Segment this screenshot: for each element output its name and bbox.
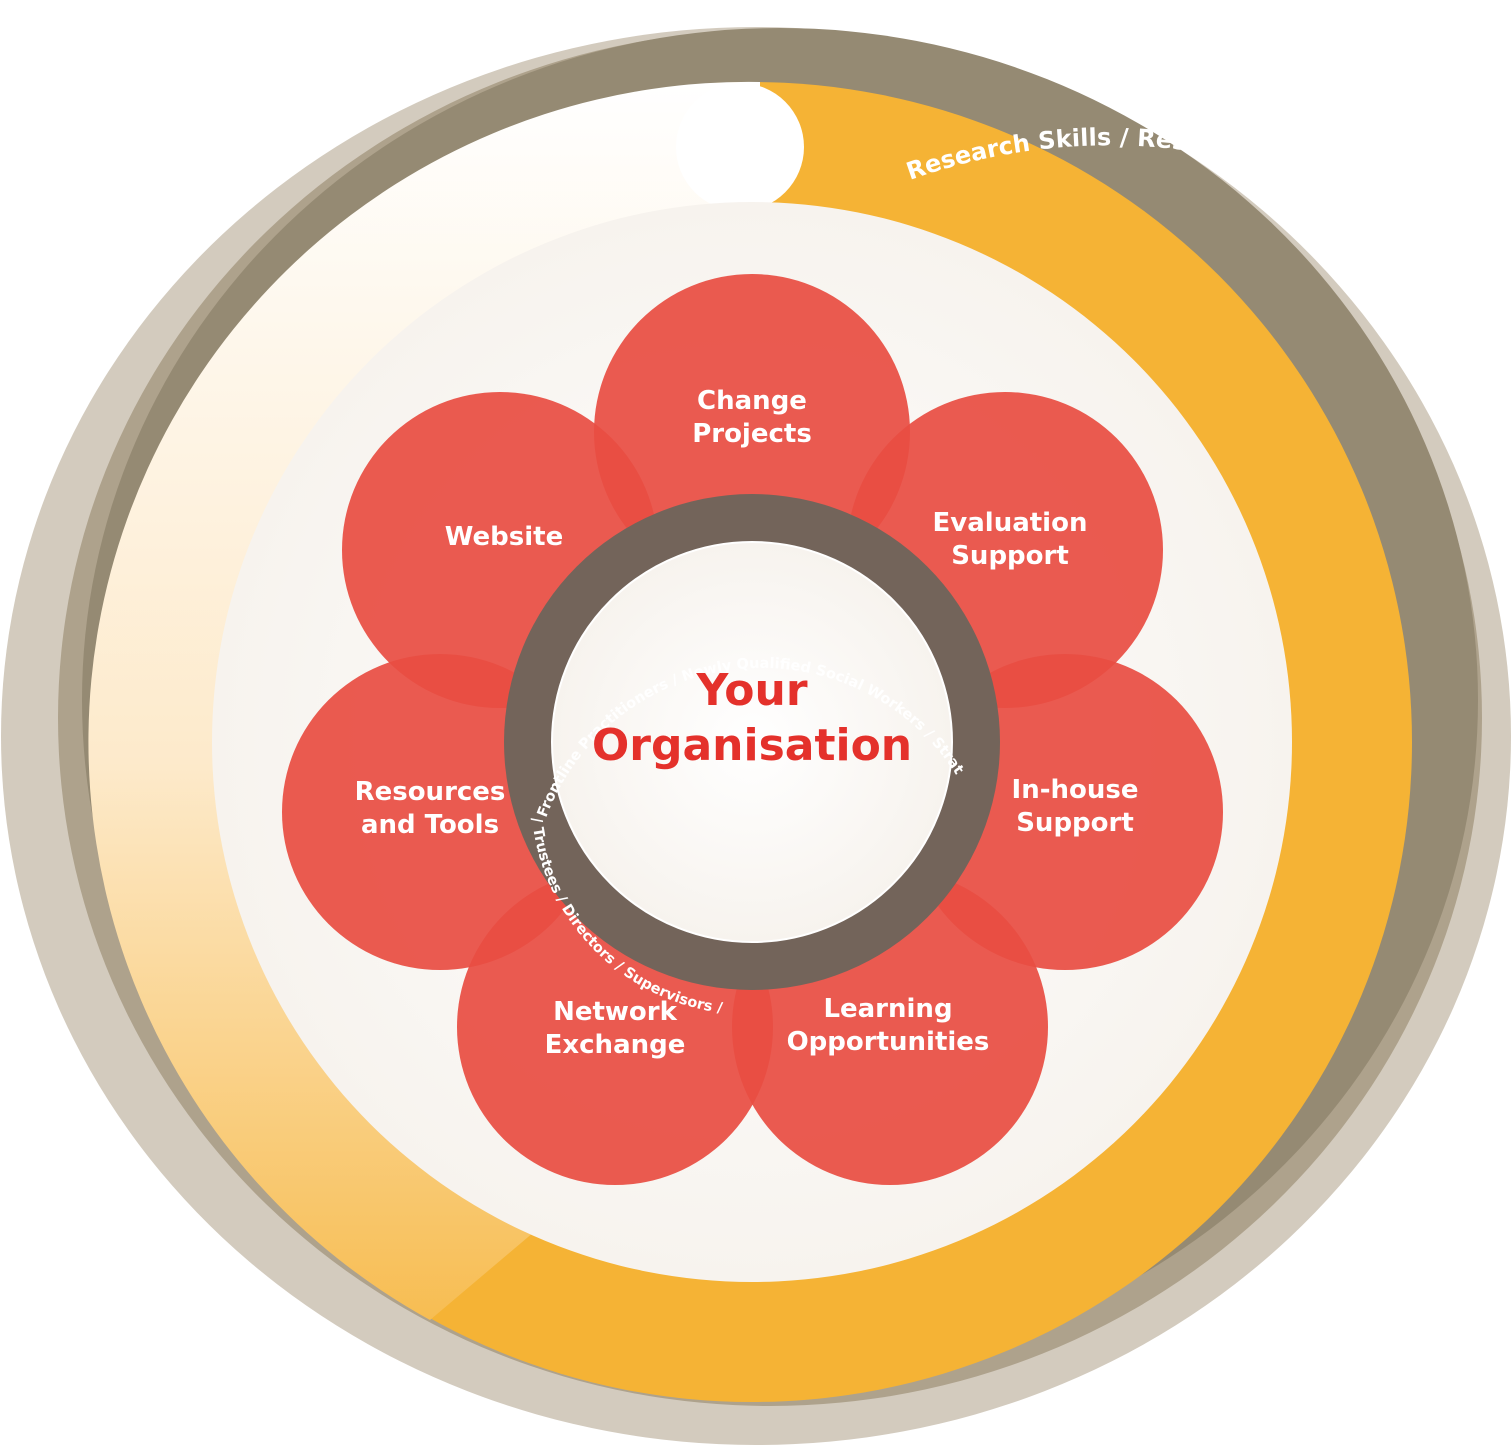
gold-band-fade (88, 81, 761, 1321)
petal-label: Website (445, 522, 563, 552)
petal-label: Network (553, 997, 678, 1027)
petal-label: Change (697, 386, 807, 416)
petal-label: Support (951, 541, 1069, 571)
petal-label: Evaluation (933, 508, 1088, 538)
petal-label: Learning (823, 994, 952, 1024)
petal-label: Resources (355, 777, 506, 807)
center-disk (551, 541, 953, 943)
petal-label: Projects (692, 419, 812, 449)
center-label-line2: Organisation (592, 720, 912, 771)
petal-label: Opportunities (787, 1027, 990, 1057)
petal-label: and Tools (361, 810, 499, 840)
band-cap (676, 83, 804, 211)
center-label-line1: Your (695, 665, 807, 716)
petal-label: Exchange (545, 1030, 686, 1060)
petal-label: In-house (1012, 775, 1139, 805)
petal-label: Support (1016, 808, 1134, 838)
